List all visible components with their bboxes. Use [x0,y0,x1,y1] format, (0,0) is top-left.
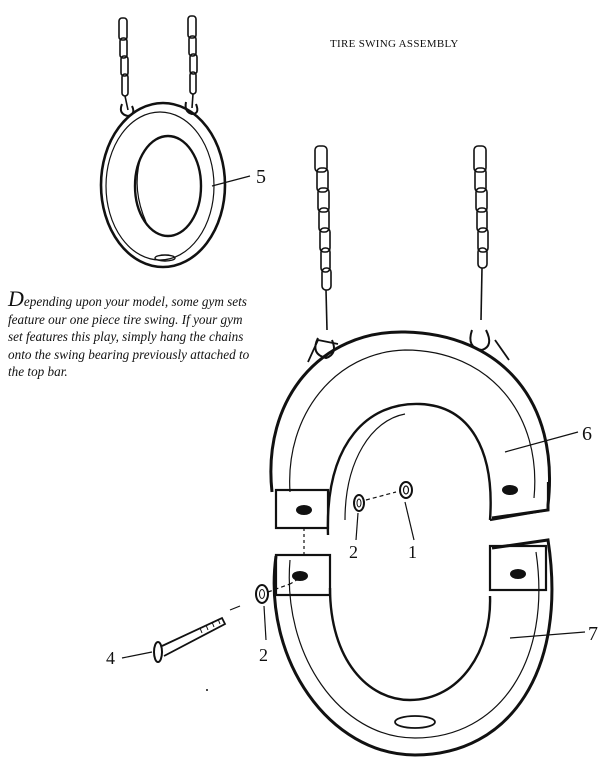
leader-line-2b [263,605,267,641]
lower-washer [255,583,291,641]
small-swing-outer-rim [99,101,227,269]
small-swing-right-hook [184,101,199,116]
small-swing-right-chain [187,15,198,109]
lower-half-inner-edge [288,551,540,739]
left-chain [314,145,332,331]
leader-line-5 [211,175,251,187]
upper-half-outer-edge [269,330,551,520]
small-swing-left-chain [118,17,129,111]
right-chain [473,145,489,321]
drop-cap: D [8,286,24,311]
bolt-alignment-line [289,577,301,585]
diagram-title: TIRE SWING ASSEMBLY [330,38,459,50]
upper-half-left-lug [307,338,339,363]
carriage-bolt [121,605,241,663]
description-line-5: the top bar. [8,364,68,379]
leader-line-4 [121,651,153,659]
upper-half-hole-edge [326,402,492,536]
lower-half-left-bolt-hole [292,571,308,581]
description-line-4: onto the swing bearing previously attach… [8,346,250,362]
upper-half-hole-shading [344,413,406,521]
small-swing-drain-slot [154,254,176,262]
bolt-axis-mark [229,605,241,611]
callout-1: 1 [408,542,417,562]
lower-half-outer-edge [272,538,554,757]
description-line-3: set features this play, simply hang the … [8,329,244,344]
lower-half-right-bolt-hole [510,569,526,579]
upper-half-inner-edge [289,349,536,499]
small-swing-hole-shading [136,159,147,223]
callout-4: 4 [106,648,115,668]
upper-washer [353,491,397,541]
stray-mark [206,689,208,691]
lower-half-left-end [274,553,332,597]
leader-line-6 [504,431,579,453]
upper-washer-axis [365,491,397,501]
lower-half-swing [272,538,586,757]
callout-5: 5 [256,166,266,188]
lower-washer-axis [267,583,291,593]
upper-half-right-lug [494,339,510,361]
callout-2-lower: 2 [259,645,268,665]
one-piece-tire-swing [99,15,251,269]
callout-7: 7 [588,623,598,645]
lower-half-right-end [488,544,548,592]
callout-6: 6 [582,423,592,445]
leader-line-7 [509,631,586,639]
leader-line-2a [355,512,359,541]
bolt-shank [161,616,227,657]
callout-2-upper: 2 [349,542,358,562]
lower-half-drain-slot [394,715,436,729]
small-swing-hole [133,134,203,238]
description-line-2: feature our one piece tire swing. If you… [8,311,243,327]
lower-half-hole-edge [328,587,492,702]
lock-nut [399,481,415,541]
bolt-head [153,641,163,663]
description-text: Depending upon your model, some gym sets… [8,286,270,381]
upper-half-right-end [489,482,550,522]
leader-line-1 [404,501,415,541]
upper-half-left-bolt-hole [296,505,312,515]
bolt-thread [199,618,221,634]
upper-half-swing [269,330,579,536]
description-line-1: Depending upon your model, some gym sets [8,286,247,311]
upper-half-left-end [274,488,330,530]
upper-half-right-bolt-hole [502,485,518,495]
small-swing-inner-rim [105,111,215,261]
